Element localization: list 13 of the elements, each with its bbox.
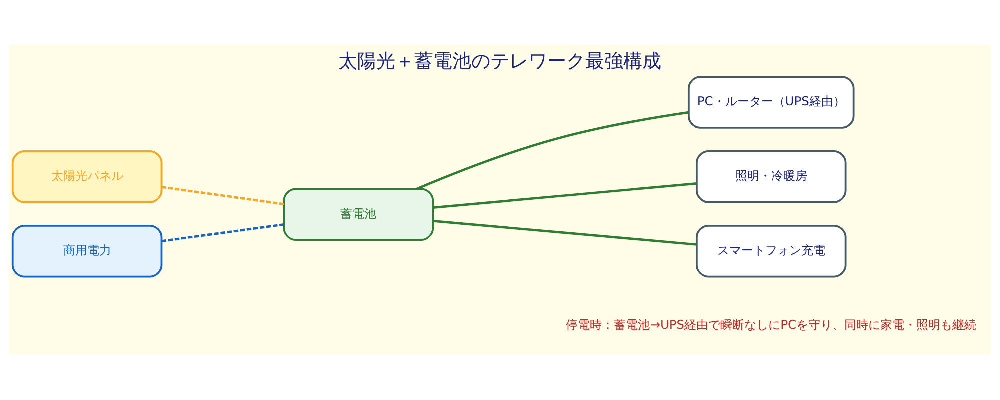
label: 停電時：蓄電池→UPS経由で瞬断なしにPCを守り、同時に家電・照明も継続 [566, 318, 977, 332]
connector [416, 111, 689, 190]
node-box: 商用電力 [12, 224, 163, 278]
connector [162, 186, 284, 206]
node-box: 照明・冷暖房 [696, 150, 847, 204]
node-box: PC・ルーター（UPS経由） [688, 76, 855, 129]
connector [433, 182, 697, 210]
node-box: 蓄電池 [283, 188, 434, 241]
node-box: 太陽光パネル [12, 150, 163, 204]
diagram-title: 太陽光＋蓄電池のテレワーク最強構成 [338, 52, 662, 73]
connector [433, 220, 697, 246]
node-box: スマートフォン充電 [696, 224, 847, 278]
connector [162, 223, 284, 242]
